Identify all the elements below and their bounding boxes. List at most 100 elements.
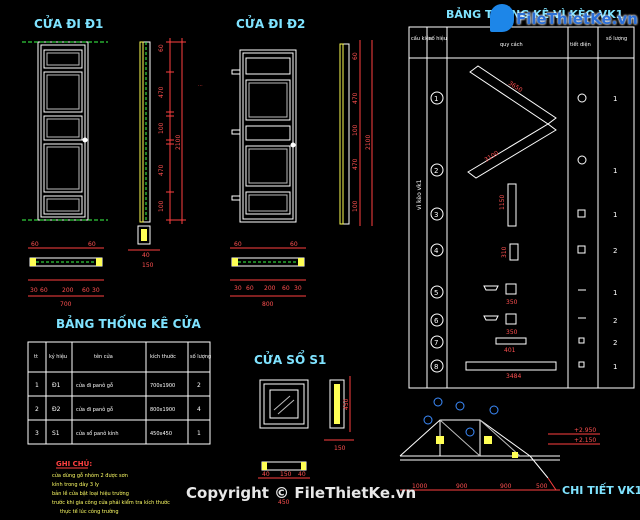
ds-r1-c0: 1 <box>35 382 39 389</box>
st-len-1: 3650 <box>507 80 524 94</box>
door-d1-side-plan: 40 150 <box>128 225 160 269</box>
st-h-2: quy cách <box>500 41 523 48</box>
d2-h-1: 470 <box>352 92 359 104</box>
d1-plan-b: 60 <box>40 287 48 294</box>
site-logo[interactable]: FileThietKe.vn <box>516 10 638 28</box>
ds-r1-c4: 2 <box>197 382 201 389</box>
d1-plan-a: 30 <box>30 287 38 294</box>
ds-r2-c2: cửa đi panô gỗ <box>76 406 113 413</box>
d2-plan-b: 60 <box>246 285 254 292</box>
st-no-6: 6 <box>434 317 439 325</box>
d1-plan-e: 30 <box>92 287 100 294</box>
st-h-4: số lượng <box>606 35 627 42</box>
d2-h-3: 470 <box>352 158 359 170</box>
s1-side-w: 150 <box>334 445 346 452</box>
st-h-1: số hiệu <box>429 35 447 42</box>
d1-width-total: 700 <box>60 301 72 308</box>
steel-piece-1: 3650 <box>469 65 557 125</box>
note-1: cửa dùng gỗ nhóm 2 được sơn <box>52 472 128 479</box>
notes-title: GHI CHÚ: <box>56 459 92 468</box>
door-schedule-row-1: 1 Đ1 cửa đi panô gỗ 700x1900 2 <box>35 382 201 389</box>
st-no-2: 2 <box>434 167 438 175</box>
window-s1-title: CỬA SỔ S1 <box>254 350 326 367</box>
s1-dim-6: 40 <box>298 471 306 478</box>
st-len-7: 401 <box>504 347 516 354</box>
s1-dim-0: 40 <box>262 471 270 478</box>
steel-row-markers <box>430 91 444 373</box>
ds-r3-c4: 1 <box>197 430 201 437</box>
span-0: 1000 <box>412 483 427 490</box>
s1-side-h: 450 <box>343 398 350 410</box>
d2-total-height: 2100 <box>365 135 372 150</box>
ds-h-3: kích thước <box>150 353 176 360</box>
ds-h-1: ký hiệu <box>49 353 67 360</box>
door-d1-front <box>37 41 89 221</box>
door-d1-side-section <box>139 41 151 223</box>
truss-callouts <box>423 397 499 437</box>
door-schedule-title: BẢNG THỐNG KÊ CỬA <box>56 314 202 331</box>
ds-r3-c2: cửa sổ panô kính <box>76 430 119 437</box>
st-no-5: 5 <box>434 289 438 297</box>
d1-side-w1: 150 <box>142 262 154 269</box>
ds-r2-c3: 800x1900 <box>150 407 175 413</box>
ds-r3-c1: S1 <box>52 430 60 437</box>
d2-plan-d: 60 <box>282 285 290 292</box>
d2-plan-a: 30 <box>234 285 242 292</box>
note-4: trước khi gia công cửa phải kiểm tra kíc… <box>52 499 170 506</box>
detail-vk1-title: CHI TIẾT VK1 <box>562 482 640 497</box>
door-schedule-row-2: 2 Đ2 cửa đi panô gỗ 800x1900 4 <box>35 406 201 413</box>
st-len-8: 3484 <box>506 373 521 380</box>
d1-plan-d: 60 <box>82 287 90 294</box>
ds-r2-c1: Đ2 <box>52 406 61 413</box>
door-d1-plan-section: 60 60 30 60 200 60 30 700 <box>28 241 104 308</box>
note-3: bản lề cửa bật loại hiệu trường <box>52 489 129 497</box>
ds-r3-c3: 450x450 <box>150 431 172 437</box>
st-h-3: tiết diện <box>570 41 591 48</box>
steel-piece-2: 3100 <box>467 123 557 179</box>
steel-piece-8: 3484 <box>465 361 557 380</box>
s1-dim-3: 150 <box>280 471 292 478</box>
door-d1-title: CỬA ĐI Đ1 <box>34 15 103 31</box>
d1-total-height: 2100 <box>175 135 182 150</box>
steel-component-label: vì kèo vk1 <box>416 179 423 210</box>
door-d1-dim-chain: 60 470 100 470 100 2100 <box>158 38 186 224</box>
ds-r1-c1: Đ1 <box>52 382 61 389</box>
door-d2-title: CỬA ĐI Đ2 <box>236 15 305 31</box>
d1-h-3: 100 <box>158 122 165 134</box>
st-qty-7: 2 <box>613 339 617 347</box>
s1-width: 450 <box>278 499 290 506</box>
d2-h-2: 100 <box>352 124 359 136</box>
st-len-4: 310 <box>501 246 508 258</box>
d1-plan-6: 60 <box>88 241 96 248</box>
d1-plan-c: 200 <box>62 287 74 294</box>
st-no-1: 1 <box>434 95 438 103</box>
door-d2-side-section <box>339 43 350 225</box>
d1-h-4: 470 <box>158 164 165 176</box>
steel-row-qty: 1 1 1 2 1 2 2 1 <box>613 95 617 371</box>
st-qty-4: 2 <box>613 247 617 255</box>
st-qty-5: 1 <box>613 289 617 297</box>
steel-piece-6: 350 <box>483 313 518 336</box>
ds-r1-c2: cửa đi panô gỗ <box>76 382 113 389</box>
note-2: kính trong dày 3 ly <box>52 481 99 488</box>
window-s1-front <box>259 379 309 429</box>
st-qty-1: 1 <box>613 95 617 103</box>
st-qty-6: 2 <box>613 317 617 325</box>
copyright-watermark: Copyright © FileThietKe.vn <box>186 484 417 502</box>
st-no-7: 7 <box>434 339 438 347</box>
ds-r2-c4: 4 <box>197 406 201 413</box>
door-schedule-headers: tt ký hiệu tên cửa kích thước số lượng <box>34 353 211 360</box>
window-s1-side: 450 150 <box>324 376 354 452</box>
d1-side-w0: 40 <box>142 252 150 259</box>
truss-spans: 1000 900 900 500 <box>400 483 560 491</box>
d1-h-5: 100 <box>158 200 165 212</box>
notes-list: cửa dùng gỗ nhóm 2 được sơn kính trong d… <box>52 472 170 515</box>
st-no-8: 8 <box>434 363 438 371</box>
span-2: 900 <box>500 483 512 490</box>
steel-piece-7: 401 <box>495 337 527 354</box>
steel-row-numbers: 1 2 3 4 5 6 7 8 <box>434 95 439 371</box>
span-1: 900 <box>456 483 468 490</box>
ds-r3-c0: 3 <box>35 430 39 437</box>
ds-r2-c0: 2 <box>35 406 39 413</box>
